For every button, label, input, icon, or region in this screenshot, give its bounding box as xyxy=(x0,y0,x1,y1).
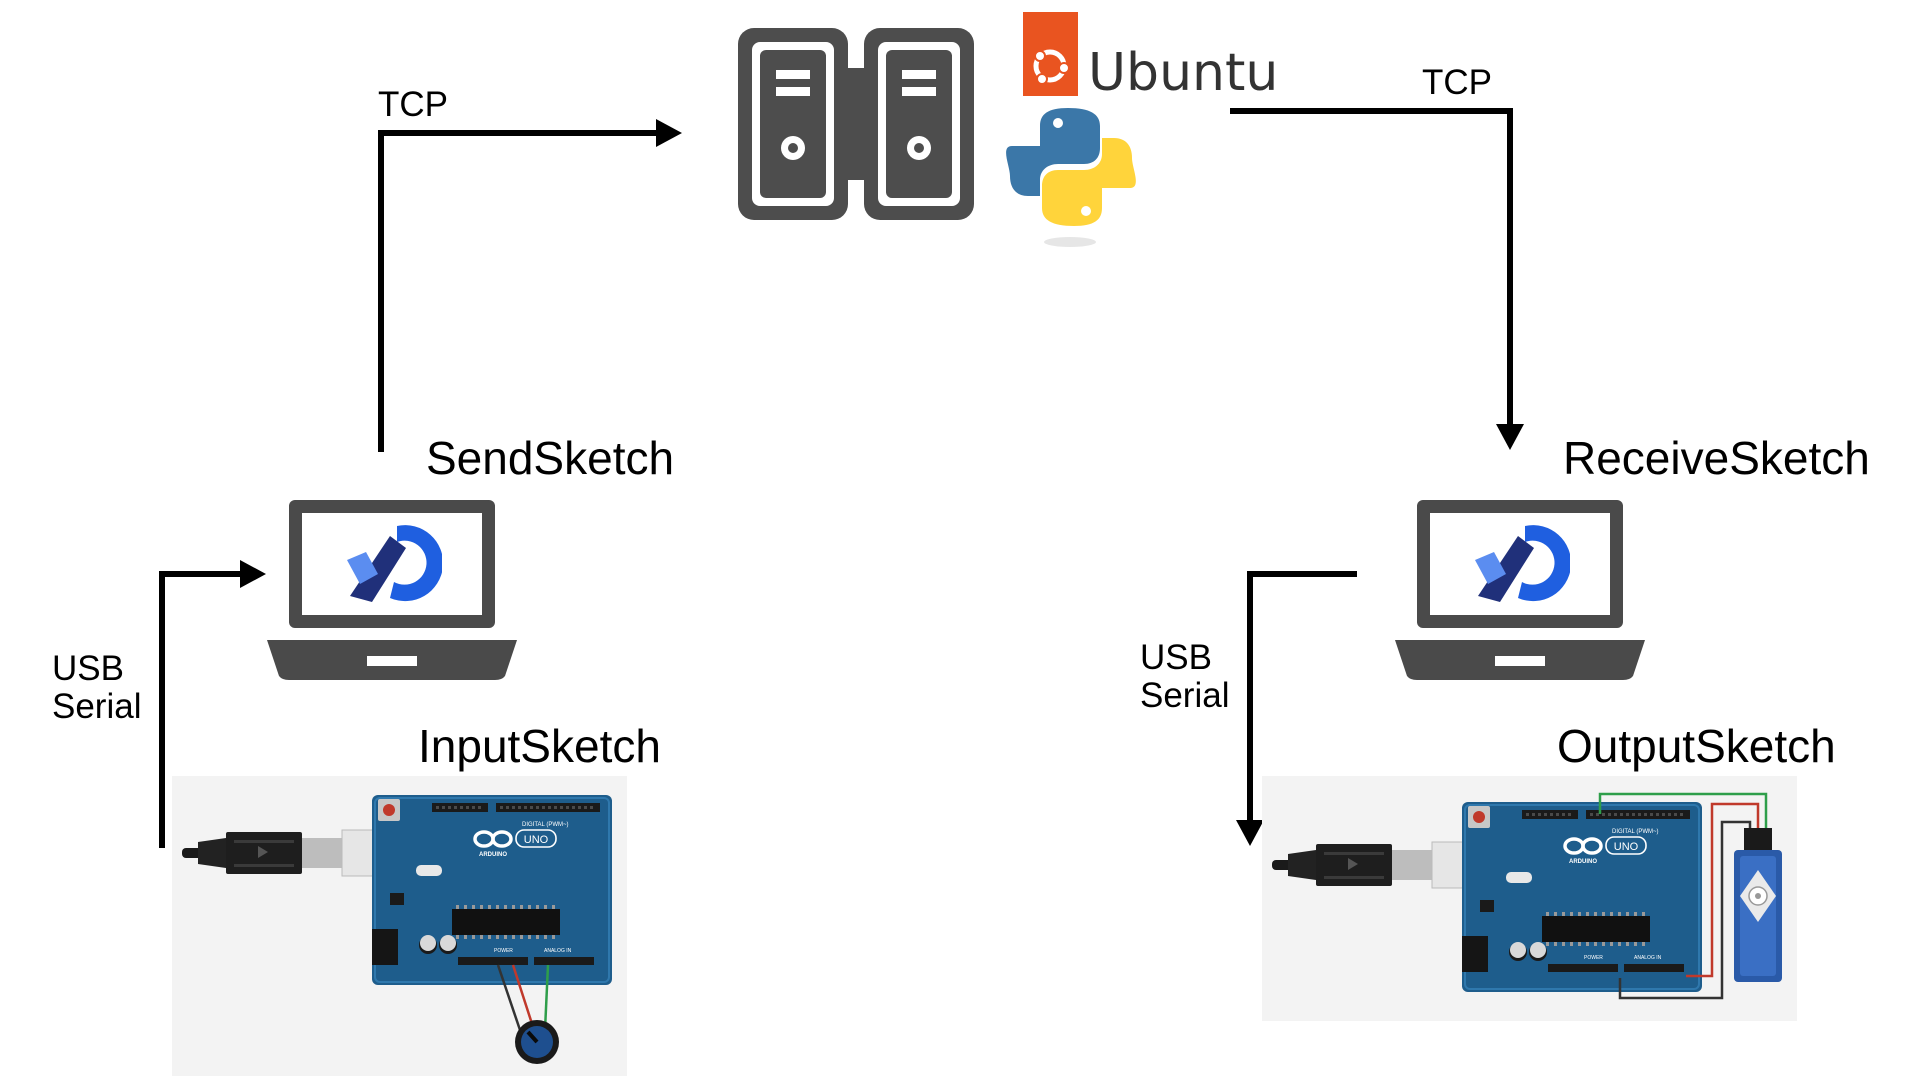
usb-serial-input-label-line1: USB xyxy=(52,649,124,688)
server-pair-icon xyxy=(738,28,974,220)
tcp-receive-label: TCP xyxy=(1422,63,1492,102)
input-sketch-label: InputSketch xyxy=(418,720,661,772)
usb-serial-output-label-line2: Serial xyxy=(1140,676,1229,715)
input-board-panel xyxy=(172,776,627,1076)
tcp-receive-connector xyxy=(1230,108,1524,450)
ubuntu-wordmark: Ubuntu xyxy=(1088,43,1278,103)
laptop-receive xyxy=(1395,500,1645,680)
usb-serial-input-connector xyxy=(159,560,266,848)
usb-serial-input-label-line2: Serial xyxy=(52,687,141,726)
tcp-send-connector xyxy=(378,119,682,452)
output-sketch-label: OutputSketch xyxy=(1557,720,1836,772)
send-sketch-label: SendSketch xyxy=(426,432,674,484)
usb-serial-output-label-line1: USB xyxy=(1140,638,1212,677)
arduino-uno-icon xyxy=(372,795,612,985)
laptop-send xyxy=(267,500,517,680)
servo-motor-icon xyxy=(1734,828,1782,982)
ubuntu-logo-icon xyxy=(1023,12,1078,96)
potentiometer-icon xyxy=(515,1020,559,1064)
python-logo-icon xyxy=(1006,108,1136,247)
receive-sketch-label: ReceiveSketch xyxy=(1563,432,1870,484)
tcp-send-label: TCP xyxy=(378,85,448,124)
arduino-uno-icon xyxy=(1462,802,1702,992)
output-board-panel xyxy=(1262,776,1797,1021)
usb-serial-output-connector xyxy=(1236,571,1357,846)
